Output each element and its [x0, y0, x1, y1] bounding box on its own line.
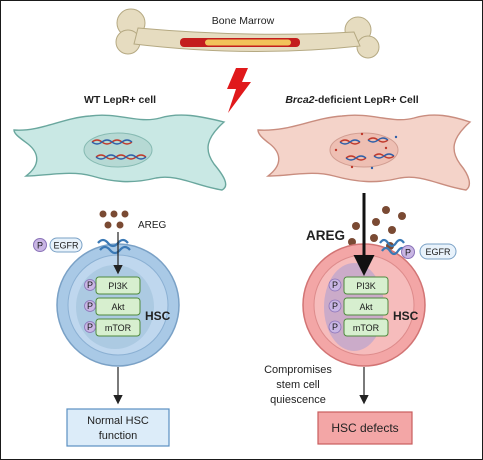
wt-cell-title: WT LepR+ cell — [84, 94, 156, 106]
wt-outcome-line2: function — [99, 430, 138, 442]
brca2-egfr-label: EGFR — [425, 247, 451, 257]
svg-text:P: P — [332, 301, 338, 311]
brca2-egfr-badge — [419, 243, 457, 260]
brca2-outcome-box — [317, 411, 413, 445]
svg-text:mTOR: mTOR — [353, 323, 380, 333]
brca2-cell-title: Brca2-deficient LepR+ Cell — [285, 94, 418, 106]
brca2-nucleus — [329, 132, 399, 168]
bone-illustration — [115, 8, 380, 59]
wt-egfr-receptor — [97, 238, 131, 255]
svg-text:P: P — [87, 280, 93, 290]
wt-dna — [91, 139, 147, 160]
brca2-outcome-label: HSC defects — [331, 421, 398, 435]
wt-outcome-line1: Normal HSC — [87, 415, 149, 427]
brca2-areg-label: AREG — [306, 228, 345, 243]
svg-text:PI3K: PI3K — [108, 281, 128, 291]
wt-egfr-badge — [49, 237, 83, 253]
svg-text:Akt: Akt — [359, 302, 373, 312]
wt-pathway: PI3K Akt mTOR — [95, 276, 141, 337]
svg-text:P: P — [87, 301, 93, 311]
svg-text:P: P — [87, 322, 93, 332]
svg-text:PI3K: PI3K — [356, 281, 376, 291]
brca2-pathway-phospho: P P P — [328, 278, 342, 334]
bone-marrow-fat — [205, 39, 291, 46]
wt-outcome-box — [66, 408, 170, 447]
brca2-broken-dna — [334, 132, 398, 170]
lightning-icon — [227, 68, 251, 113]
brca2-egfr-receptor — [379, 238, 407, 256]
brca2-egfr-phospho-icon — [401, 245, 415, 259]
wt-egfr-phospho-icon — [33, 238, 47, 252]
svg-text:Akt: Akt — [111, 302, 125, 312]
wt-nucleus — [83, 132, 153, 168]
svg-text:mTOR: mTOR — [105, 323, 132, 333]
brca2-pathway: PI3K Akt mTOR — [343, 276, 389, 337]
brca2-note-line2: stem cell — [276, 379, 319, 391]
svg-text:P: P — [332, 322, 338, 332]
svg-text:P: P — [332, 280, 338, 290]
brca2-hsc-label: HSC — [393, 309, 419, 323]
wt-egfr-phospho: P — [37, 241, 43, 251]
wt-pathway-phospho: P P P — [84, 279, 96, 333]
wt-hsc-label: HSC — [145, 309, 171, 323]
brca2-egfr-phospho: P — [405, 248, 411, 258]
wt-areg-particles — [99, 210, 129, 229]
wt-egfr-label: EGFR — [53, 241, 79, 251]
brca2-note-line1: Compromises — [264, 364, 332, 376]
brca2-note-line3: quiescence — [270, 394, 326, 406]
bone-marrow-label: Bone Marrow — [212, 15, 275, 27]
wt-areg-label: AREG — [138, 220, 167, 231]
